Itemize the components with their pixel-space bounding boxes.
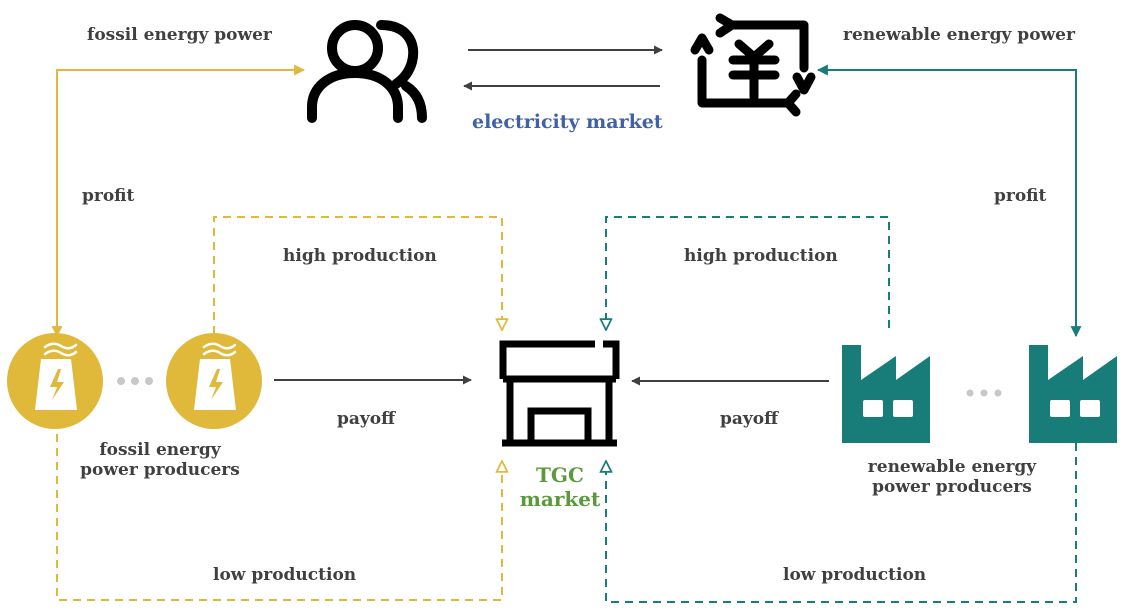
tgc-line-2: market: [519, 487, 601, 511]
people-icon: [307, 20, 427, 123]
ellipsis-dots-renewable: [966, 389, 1002, 397]
tgc-line-1: TGC: [536, 463, 584, 487]
label-renewable-energy-power: renewable energy power: [843, 25, 1075, 45]
label-fossil-energy-power-producers: fossil energy power producers: [70, 440, 250, 480]
power-plant-icon: [166, 333, 262, 429]
ellipsis-dots-fossil: [117, 377, 153, 385]
storefront-icon: [499, 340, 620, 447]
yen-exchange-icon: [690, 13, 816, 117]
label-payoff-fossil: payoff: [337, 409, 396, 429]
high-production-path-fossil: [213, 216, 502, 334]
renewable-producers-line-1: renewable energy: [867, 457, 1037, 477]
label-electricity-market: electricity market: [472, 111, 663, 133]
label-fossil-energy-power: fossil energy power: [87, 25, 272, 45]
label-high-production-renewable: high production: [684, 246, 838, 266]
label-high-production-fossil: high production: [283, 246, 437, 266]
label-profit-fossil: profit: [82, 186, 135, 206]
power-plant-icon: [7, 333, 103, 429]
low-production-path-fossil: [56, 420, 502, 601]
label-tgc-market: TGC market: [510, 463, 610, 511]
fossil-producers-line-2: power producers: [80, 460, 240, 480]
label-payoff-renewable: payoff: [720, 409, 779, 429]
high-production-path-renewable: [606, 216, 890, 330]
label-low-production-fossil: low production: [213, 565, 357, 585]
fossil-producers-line-1: fossil energy: [99, 440, 221, 460]
factory-icon: [1029, 345, 1117, 443]
label-low-production-renewable: low production: [783, 565, 927, 585]
label-renewable-energy-power-producers: renewable energy power producers: [861, 457, 1043, 497]
low-production-path-renewable: [606, 443, 1077, 603]
renewable-producers-line-2: power producers: [872, 477, 1032, 497]
label-profit-renewable: profit: [994, 186, 1047, 206]
factory-icon: [842, 345, 930, 443]
